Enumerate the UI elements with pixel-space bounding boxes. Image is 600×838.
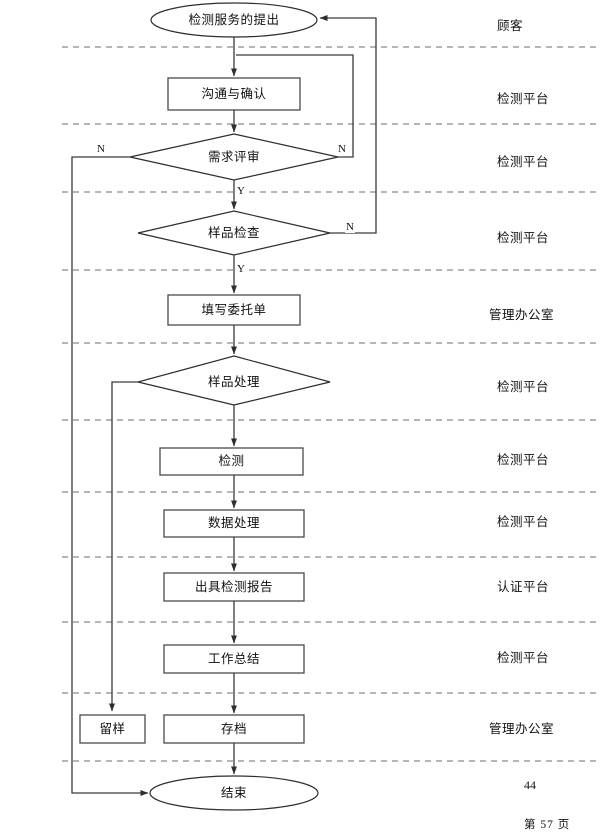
lane-label-0: 顾客 [497,18,524,33]
edge-label-review-n-right: N [337,143,347,155]
node-review-label: 需求评审 [207,148,260,164]
node-end-label: 结束 [220,784,247,800]
page-number: 44 [524,778,536,792]
edge-prep-to-retain [109,381,138,712]
lane-label-7: 检测平台 [497,514,550,529]
node-confirm-label: 沟通与确认 [201,85,267,101]
node-summary-label: 工作总结 [207,650,260,666]
edge-label-review-n-left: N [96,143,106,155]
lane-label-5: 检测平台 [497,379,550,394]
node-testing-label: 检测 [218,453,245,469]
lane-label-1: 检测平台 [497,91,550,106]
node-start-label: 检测服务的提出 [188,11,280,27]
lane-label-8: 认证平台 [497,579,550,594]
node-report-label: 出具检测报告 [194,578,273,594]
node-archive-label: 存档 [220,720,247,736]
edge-label-check-y: Y [236,263,246,275]
lane-label-6: 检测平台 [497,452,550,467]
node-retain-label: 留样 [99,720,126,736]
branch-connectors [71,15,377,796]
node-sample-check-label: 样品检查 [207,224,260,240]
lane-label-10: 管理办公室 [489,721,555,736]
lane-label-4: 管理办公室 [489,307,555,322]
lane-label-2: 检测平台 [497,154,550,169]
node-sample-prep-label: 样品处理 [207,373,260,389]
lane-label-9: 检测平台 [497,650,550,665]
node-order-form-label: 填写委托单 [201,301,267,317]
edge-review-n-left [71,156,149,796]
lane-label-3: 检测平台 [497,230,550,245]
node-data-proc-label: 数据处理 [207,515,260,531]
edge-label-review-y: Y [236,185,246,197]
edge-label-check-n-right: N [345,221,355,233]
edge-check-n-right [319,15,377,234]
page-footer: 第 57 页 [524,819,571,831]
